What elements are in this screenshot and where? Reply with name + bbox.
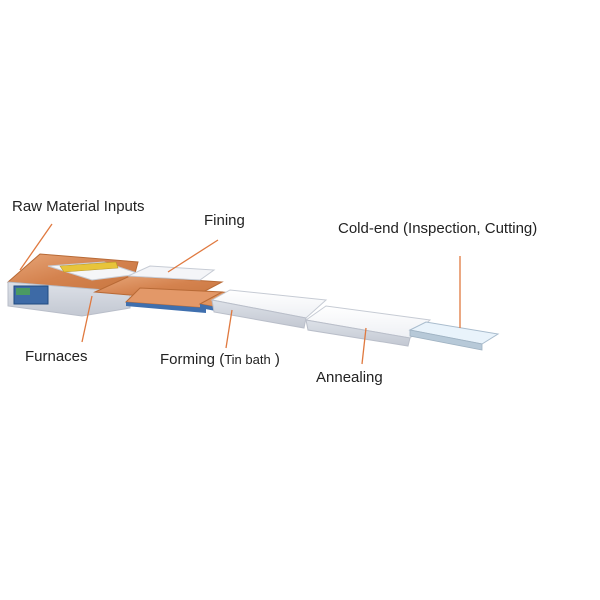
leader-lines (19, 223, 461, 365)
cold-end-label: Cold-end (Inspection, Cutting) (338, 220, 538, 237)
tin-bath-edge (126, 302, 206, 313)
raw-material-inputs-label: Raw Material Inputs (12, 198, 145, 215)
furnace-window-detail (16, 288, 30, 295)
leader-raw-material (19, 223, 53, 271)
batch-charger-stripe (59, 261, 119, 273)
furnaces-label: Furnaces (25, 348, 88, 365)
tin-bath-text: Tin bath (224, 352, 271, 367)
leader-fining (167, 239, 219, 273)
forming-label: Forming (Tin bath ) (160, 351, 280, 369)
annealing-lehr (210, 289, 432, 347)
fining-label: Fining (204, 212, 245, 229)
forming-text: Forming (160, 351, 216, 368)
forming-paren-open: ( (219, 351, 225, 368)
lehr-segment-2-side (305, 319, 411, 347)
leader-annealing (361, 327, 367, 365)
fining-cover (127, 265, 216, 281)
cold-end-conveyor (408, 321, 500, 351)
conveyor-side (409, 329, 483, 351)
lehr-segment-1-side (211, 299, 307, 329)
leader-forming (225, 309, 233, 349)
forming-paren-close: ) (274, 351, 280, 368)
leader-furnaces (81, 295, 93, 343)
annealing-label: Annealing (316, 369, 383, 386)
